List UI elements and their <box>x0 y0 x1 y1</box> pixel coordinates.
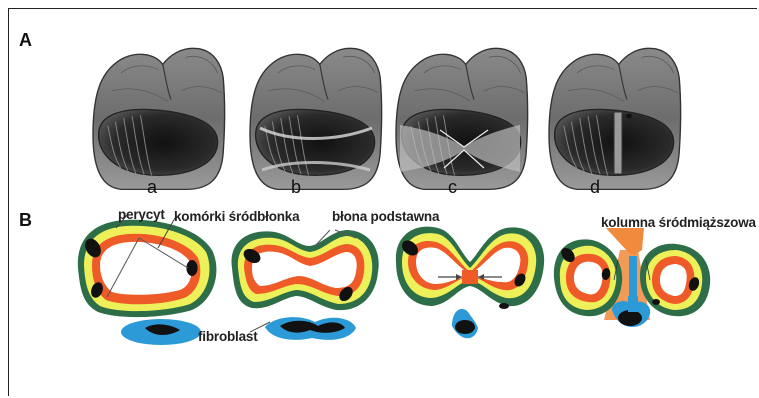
vessel-stage-d <box>549 48 681 189</box>
stage-c-label: c <box>448 177 457 197</box>
stage-d-label: d <box>590 177 600 197</box>
label-interstitial-column: kolumna śródmiąższowa <box>601 215 757 230</box>
vessel-stage-a <box>93 48 225 189</box>
label-pericyte: perycyt <box>118 207 165 222</box>
cross-section-2 <box>231 230 378 340</box>
vessel-stage-b <box>250 48 382 189</box>
stage-a-label: a <box>147 177 158 197</box>
label-fibroblast: fibroblast <box>198 329 258 344</box>
stage-b-label: b <box>291 177 301 197</box>
vessel-stage-c <box>396 48 528 189</box>
cross-section-4 <box>554 228 710 327</box>
label-endothelial-cells: komórki śródbłonka <box>174 209 300 224</box>
label-basement-membrane: błona podstawna <box>332 209 440 224</box>
cross-section-1 <box>78 220 217 345</box>
cross-section-3 <box>396 227 544 339</box>
panel-a-label: A <box>19 30 32 50</box>
panel-b-label: B <box>19 210 32 230</box>
